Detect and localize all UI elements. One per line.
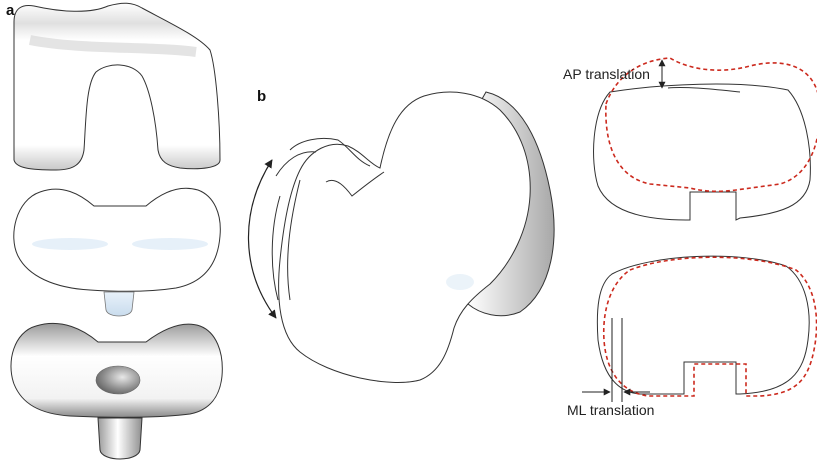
- tibial-insert: [13, 187, 221, 317]
- tibial-tray: [10, 322, 223, 460]
- femoral-component: [13, 2, 221, 171]
- ml-translation-label: ML translation: [567, 402, 655, 418]
- ap-translation-diagram: [593, 57, 817, 221]
- rotating-bearing-view: [247, 91, 555, 383]
- ml-translation-diagram: [582, 255, 817, 402]
- ap-translation-label: AP translation: [563, 66, 650, 82]
- panel-label-a: a: [6, 2, 15, 19]
- panel-label-b: b: [257, 88, 267, 105]
